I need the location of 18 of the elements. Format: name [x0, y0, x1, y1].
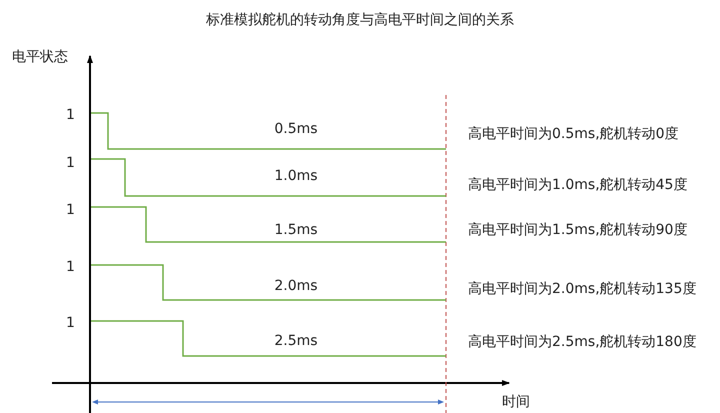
- pulse-width-label: 2.0ms: [273, 277, 319, 295]
- text-label: 高电平时间为1.5ms,舵机转动90度: [468, 221, 688, 239]
- text-label: 高电平时间为1.0ms,舵机转动45度: [468, 176, 688, 194]
- text-label: 高电平时间为2.0ms,舵机转动135度: [468, 280, 696, 298]
- text-label: 电平状态: [12, 48, 68, 66]
- pulse-width-label: 1.5ms: [273, 221, 319, 239]
- text-label: 1: [66, 201, 75, 219]
- pulse-width-label: 0.5ms: [273, 120, 319, 138]
- text-label: 1: [66, 106, 75, 124]
- text-label: 1: [66, 154, 75, 172]
- diagram-title: 标准模拟舵机的转动角度与高电平时间之间的关系: [205, 11, 515, 30]
- text-label: 高电平时间为0.5ms,舵机转动0度: [468, 125, 679, 143]
- text-label: 1: [66, 258, 75, 276]
- text-label: 高电平时间为2.5ms,舵机转动180度: [468, 333, 696, 351]
- text-label: 1: [66, 314, 75, 332]
- pulse-width-label: 2.5ms: [273, 332, 319, 350]
- pulse-width-label: 1.0ms: [273, 167, 319, 185]
- text-label: 时间: [502, 393, 530, 411]
